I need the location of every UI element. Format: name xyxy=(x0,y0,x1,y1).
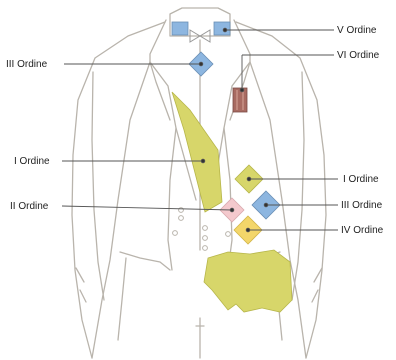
sash-rosette xyxy=(204,250,292,312)
waistcoat-buttons xyxy=(173,208,231,251)
right-sleeve-inner xyxy=(292,72,304,300)
left-sleeve-inner xyxy=(92,72,104,300)
leader-dot xyxy=(223,28,227,32)
label-iv-ordine-right: IV Ordine xyxy=(341,225,384,236)
trouser-fly xyxy=(196,318,204,358)
button xyxy=(179,216,184,221)
label-i-ordine-left: I Ordine xyxy=(14,156,50,167)
leader-dot xyxy=(240,88,244,92)
ribbon-badge xyxy=(233,88,247,112)
collar-badge-left xyxy=(172,22,188,35)
button xyxy=(203,246,208,251)
button xyxy=(203,226,208,231)
button xyxy=(173,231,178,236)
leader-dot xyxy=(201,159,205,163)
sash xyxy=(172,92,222,212)
label-vi-ordine: VI Ordine xyxy=(337,50,380,61)
collar-badge-right xyxy=(214,22,230,35)
left-lapel-edge xyxy=(150,62,170,120)
waistcoat-left xyxy=(168,128,176,270)
label-i-ordine-right: I Ordine xyxy=(343,174,379,185)
label-iii-ordine-right: III Ordine xyxy=(341,200,383,211)
leader-dot xyxy=(247,177,251,181)
leader-dot xyxy=(246,228,250,232)
coat-fold-left xyxy=(118,258,126,340)
leader-dot xyxy=(264,203,268,207)
button xyxy=(226,232,231,237)
button xyxy=(203,236,208,241)
leader-dot xyxy=(230,208,234,212)
label-v-ordine: V Ordine xyxy=(337,25,377,36)
leader-dot xyxy=(199,62,203,66)
label-iii-ordine-left: III Ordine xyxy=(6,59,48,70)
label-ii-ordine-left: II Ordine xyxy=(10,201,49,212)
coat-hem-left xyxy=(120,252,170,270)
left-sleeve xyxy=(72,22,165,358)
